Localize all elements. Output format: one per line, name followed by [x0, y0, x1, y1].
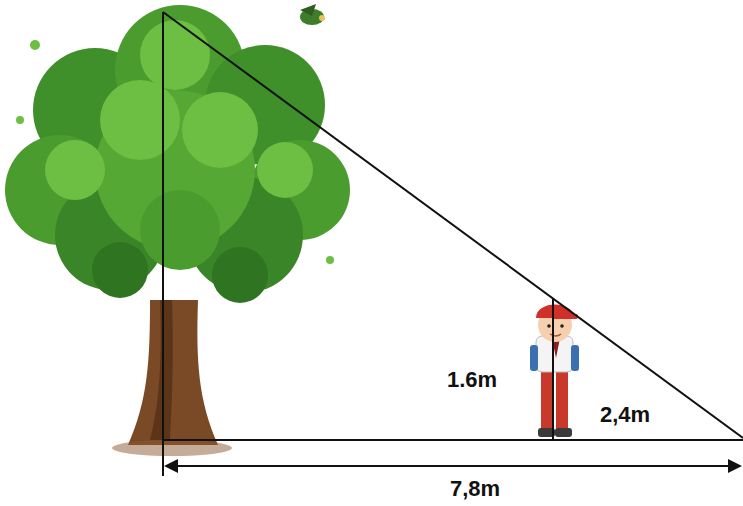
boy-figure	[530, 305, 579, 438]
dimension-label: 7,8m	[450, 478, 500, 500]
dimension-label: 2,4m	[600, 404, 650, 426]
geometry-lines	[163, 12, 743, 476]
dimension-arrowheads	[164, 459, 742, 473]
dimension-label: 1.6m	[447, 369, 497, 391]
bird	[300, 4, 325, 25]
tree-canopy	[5, 5, 350, 303]
